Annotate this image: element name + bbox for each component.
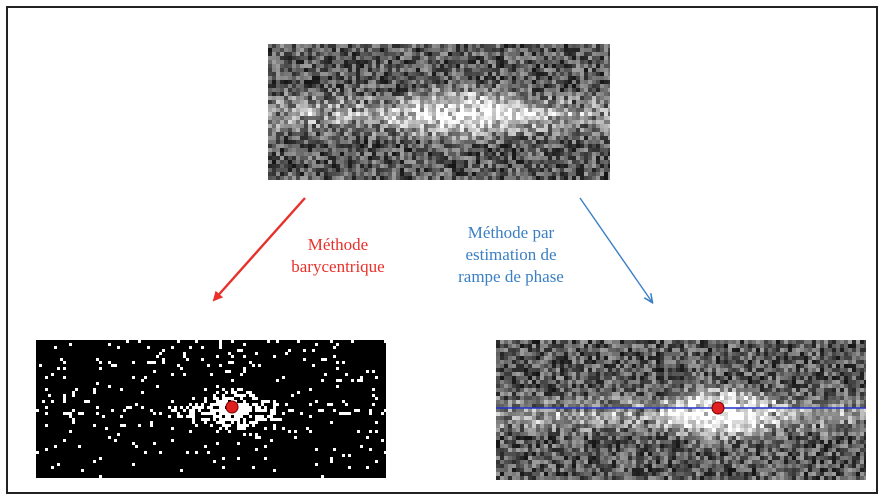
phase-ramp-label-line-3: rampe de phase (458, 267, 564, 286)
barycentric-method-label: Méthode barycentrique (278, 234, 398, 278)
barycentric-label-line-1: Méthode (307, 235, 369, 254)
input-speckle-image (268, 44, 610, 180)
phase-ramp-result-image (496, 340, 866, 480)
phase-ramp-label-line-2: estimation de (465, 245, 557, 264)
phase-ramp-center-marker (711, 401, 725, 415)
phase-ramp-method-label: Méthode par estimation de rampe de phase (432, 222, 590, 288)
barycenter-marker (225, 400, 239, 414)
barycentric-result-image (36, 340, 386, 478)
phase-ramp-label-line-1: Méthode par (467, 223, 555, 242)
barycentric-label-line-2: barycentrique (291, 257, 385, 276)
